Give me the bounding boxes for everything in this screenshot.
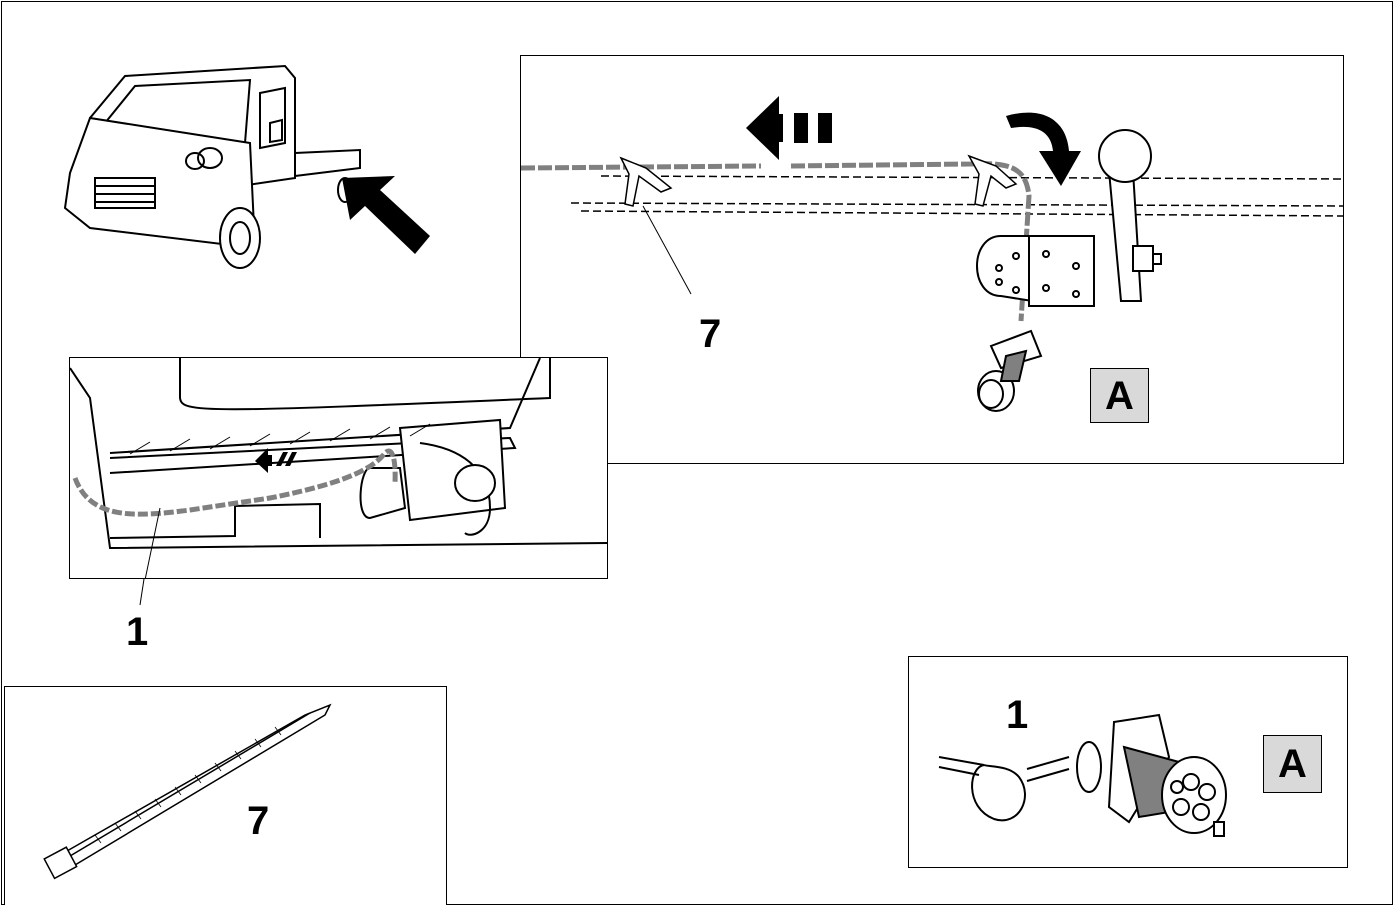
leader-line-cable	[139, 579, 145, 606]
bumper-detail-panel	[69, 357, 608, 579]
direction-arrow-icon	[746, 96, 832, 160]
cable-tie-icon	[619, 154, 1018, 207]
cable-tie-panel: 7	[4, 686, 447, 905]
direction-arrow-icon	[255, 448, 297, 473]
truck-icon	[63, 64, 430, 269]
callout-cable-detail: 1	[1006, 693, 1029, 737]
connector-detail-panel: 1 A	[908, 656, 1348, 868]
connector-socket-icon	[1076, 713, 1227, 837]
label-view-a: A	[1090, 368, 1149, 423]
label-view-a-detail: A	[1263, 735, 1322, 793]
callout-cable-tie: 7	[699, 312, 722, 356]
connector-socket-icon	[977, 329, 1043, 412]
callout-cable: 1	[126, 610, 149, 654]
callout-cable-tie-detail: 7	[247, 799, 270, 843]
arrow-pointer-icon	[342, 176, 430, 254]
cable-tie-icon	[43, 703, 332, 880]
tow-ball-icon	[976, 129, 1162, 307]
routing-detail-panel: 7 A	[520, 55, 1344, 464]
rotate-arrow-icon	[1006, 112, 1081, 186]
